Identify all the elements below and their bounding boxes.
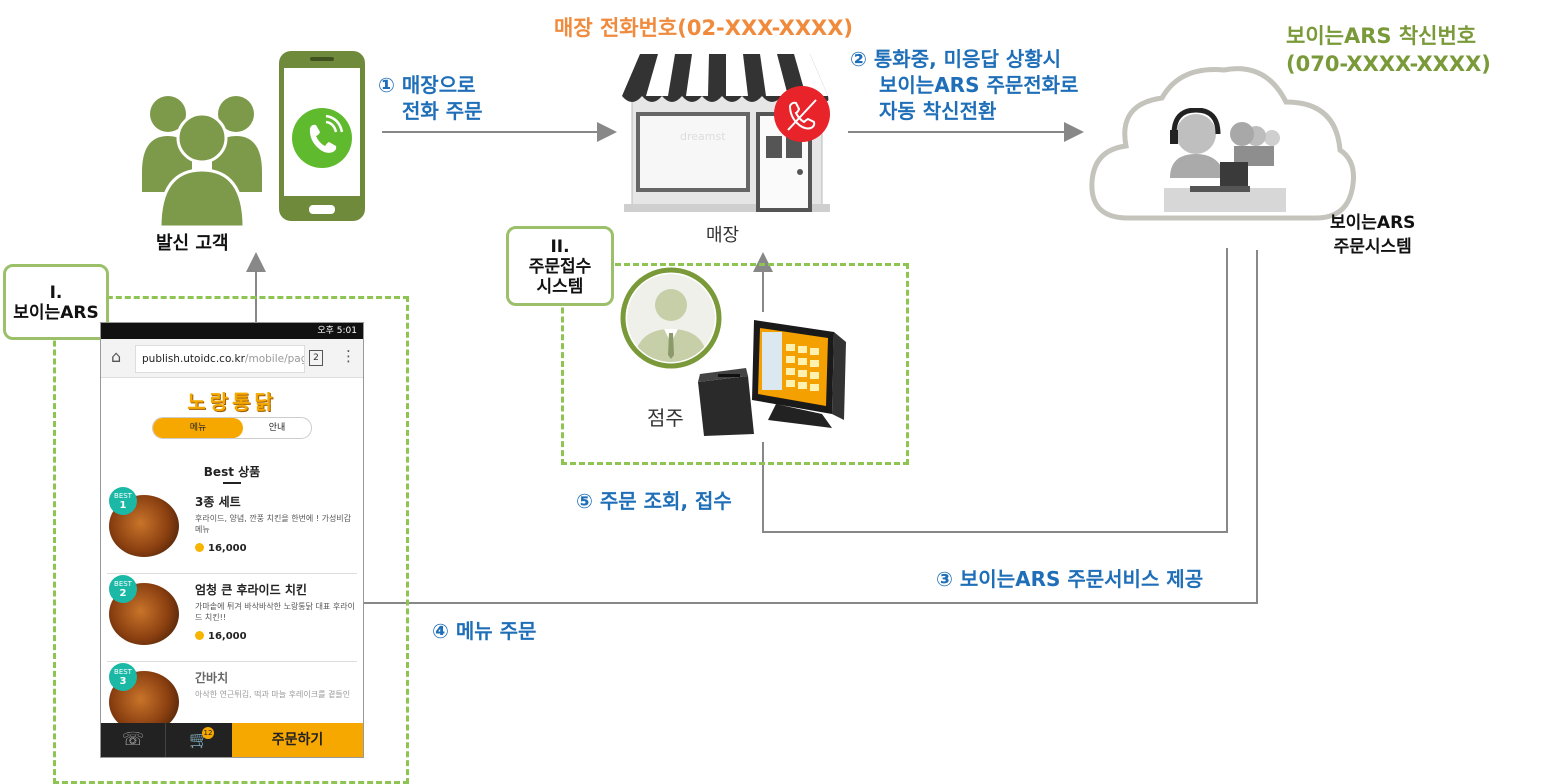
status-bar: 오후 5:01 xyxy=(101,323,363,339)
browser-url-bar: ⌂ publish.utoidc.co.kr/mobile/pages 2 ⋮ xyxy=(101,339,363,378)
coin-icon xyxy=(195,631,204,640)
url-input[interactable]: publish.utoidc.co.kr/mobile/pages xyxy=(135,345,305,373)
item-price: 16,000 xyxy=(195,631,247,642)
ars-system-label: 보이는ARS 주문시스템 xyxy=(1330,211,1415,259)
customer-label: 발신 고객 xyxy=(156,233,229,254)
box-ars-label: I. 보이는ARS xyxy=(3,264,109,340)
box-order-line1: II. xyxy=(550,237,570,257)
order-system-group-box xyxy=(561,263,909,465)
call-center-agents-icon xyxy=(1164,108,1286,212)
menu-info-toggle: 메뉴 안내 xyxy=(152,417,312,439)
store-label: 매장 xyxy=(706,225,740,246)
ars-number-title: 보이는ARS 착신번호 (070-XXXX-XXXX) xyxy=(1286,22,1491,78)
store-phone-title: 매장 전화번호(02-XXX-XXXX) xyxy=(554,16,853,40)
order-button[interactable]: 주문하기 xyxy=(232,723,363,757)
item-name: 3종 세트 xyxy=(195,495,241,509)
tabs-count-icon[interactable]: 2 xyxy=(309,350,323,366)
home-icon[interactable]: ⌂ xyxy=(111,347,122,366)
item-desc: 가마솥에 튀겨 바삭바삭한 노랑통닭 대표 후라이드 치킨!! xyxy=(195,602,355,622)
status-time: 오후 5:01 xyxy=(317,326,357,336)
more-menu-icon[interactable]: ⋮ xyxy=(341,347,356,365)
step2-label: ② 통화중, 미응답 상황시 보이는ARS 주문전화로 자동 착신전환 xyxy=(850,46,1078,124)
item-desc: 아삭한 연근튀김, 떡과 마늘 후레이크를 곁들인 xyxy=(195,690,351,699)
svg-text:dreamst: dreamst xyxy=(680,130,726,143)
best-section-title: Best 상품 xyxy=(203,465,261,479)
smartphone-icon xyxy=(279,51,365,221)
ars-app-screenshot: 오후 5:01 ⌂ publish.utoidc.co.kr/mobile/pa… xyxy=(100,322,364,758)
line-ars-to-app xyxy=(362,250,1258,604)
pos-terminal-icon xyxy=(698,320,846,436)
cart-count-badge: 12 xyxy=(202,727,214,739)
step1-line1: ① 매장으로 xyxy=(378,73,476,97)
step2-line1: ② 통화중, 미응답 상황시 xyxy=(850,47,1062,71)
ars-system-line2: 주문시스템 xyxy=(1333,237,1412,257)
owner-label: 점주 xyxy=(647,406,684,430)
box-ars-line1: I. xyxy=(49,283,63,303)
customers-icon xyxy=(142,96,262,227)
step3-label: ③ 보이는ARS 주문서비스 제공 xyxy=(936,567,1204,591)
cloud-icon xyxy=(1089,66,1356,221)
url-path: /mobile/pages xyxy=(244,353,304,365)
store-icon: dreamst xyxy=(622,54,830,212)
url-domain: publish.utoidc.co.kr xyxy=(142,353,245,365)
best-title-underline xyxy=(223,482,241,484)
ars-number-line2: (070-XXXX-XXXX) xyxy=(1286,52,1491,76)
owner-avatar-icon xyxy=(620,267,722,369)
step5-label: ⑤ 주문 조회, 접수 xyxy=(576,489,732,513)
step2-line3: 자동 착신전환 xyxy=(879,99,997,123)
cart-button[interactable]: 🛒 12 xyxy=(166,723,232,757)
item-name: 엄청 큰 후라이드 치킨 xyxy=(195,583,307,597)
ars-system-line1: 보이는ARS xyxy=(1330,213,1416,233)
box-ars-line2: 보이는ARS xyxy=(13,303,99,323)
coin-icon xyxy=(195,543,204,552)
step1-line2: 전화 주문 xyxy=(402,99,483,123)
call-icon[interactable]: ☏ xyxy=(101,723,166,757)
item-price: 16,000 xyxy=(195,543,247,554)
line-ars-to-pos xyxy=(762,248,1228,533)
brand-logo: 노랑통닭 xyxy=(187,390,277,414)
tab-info[interactable]: 안내 xyxy=(268,423,286,433)
box-order-system-label: II. 주문접수 시스템 xyxy=(506,226,614,306)
box-order-line3: 시스템 xyxy=(536,277,584,297)
step4-label: ④ 메뉴 주문 xyxy=(432,619,537,643)
box-order-line2: 주문접수 xyxy=(528,257,592,277)
bottom-action-bar: ☏ 🛒 12 주문하기 xyxy=(101,723,363,757)
step1-label: ① 매장으로 전화 주문 xyxy=(378,72,483,124)
item-desc: 후라이드, 양념, 깐풍 치킨을 한번에 ! 가성비갑 메뉴 xyxy=(195,514,352,534)
ars-number-line1: 보이는ARS 착신번호 xyxy=(1286,24,1477,48)
item-name: 간바치 xyxy=(195,671,229,685)
tab-menu[interactable]: 메뉴 xyxy=(153,418,243,438)
step2-line2: 보이는ARS 주문전화로 xyxy=(879,73,1079,97)
